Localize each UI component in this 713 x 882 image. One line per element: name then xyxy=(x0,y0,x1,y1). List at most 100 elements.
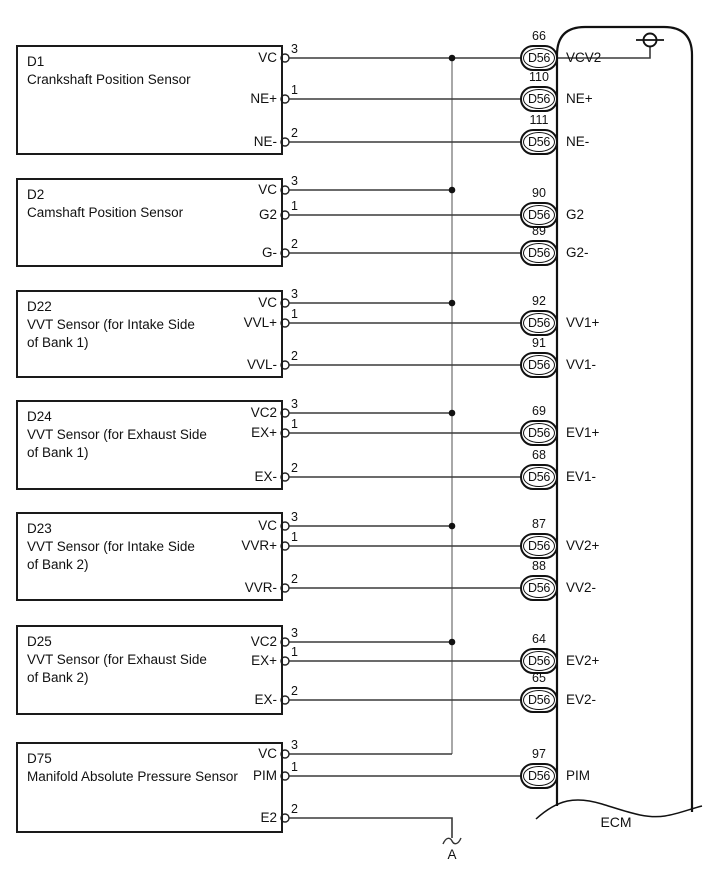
ecm-connector: D56 xyxy=(520,310,558,336)
ecm-pin-label: NE- xyxy=(566,134,590,149)
terminal-label: NE+ xyxy=(250,91,277,106)
terminal-label: EX- xyxy=(254,692,277,707)
connector-code: D56 xyxy=(523,313,555,333)
sensor-id: D25 xyxy=(27,634,52,649)
terminal-pin: 2 xyxy=(291,349,298,363)
sensor-box-d23: D23 VVT Sensor (for Intake Side of Bank … xyxy=(16,512,283,601)
terminal-label: VVL+ xyxy=(243,315,277,330)
terminal-pin: 1 xyxy=(291,645,298,659)
ecm-connector: D56 xyxy=(520,129,558,155)
ecm-connector: D56 xyxy=(520,648,558,674)
terminal-label: G- xyxy=(262,245,277,260)
terminal-pin: 2 xyxy=(291,684,298,698)
connector-code: D56 xyxy=(523,132,555,152)
terminal-label: VC xyxy=(258,295,277,310)
terminal-pin: 1 xyxy=(291,530,298,544)
connector-code: D56 xyxy=(523,766,555,786)
sensor-box-d75: D75 Manifold Absolute Pressure Sensor xyxy=(16,742,283,833)
terminal-pin: 3 xyxy=(291,626,298,640)
sensor-name-line: VVT Sensor (for Exhaust Side xyxy=(27,651,207,667)
sensor-name-line: Crankshaft Position Sensor xyxy=(27,71,191,87)
connector-code: D56 xyxy=(523,690,555,710)
ecm-caption: ECM xyxy=(600,814,632,830)
sensor-name-line: VVT Sensor (for Exhaust Side xyxy=(27,426,207,442)
ecm-pin-number: 64 xyxy=(532,632,546,646)
terminal-pin: 3 xyxy=(291,287,298,301)
ecm-pin-label: VV2+ xyxy=(566,538,600,553)
ecm-outline xyxy=(555,25,694,812)
terminal-label: VVL- xyxy=(246,357,277,372)
wires xyxy=(287,57,522,838)
terminal-label: G2 xyxy=(258,207,277,222)
terminal-label: VC2 xyxy=(250,405,277,420)
sensor-name-line: VVT Sensor (for Intake Side xyxy=(27,316,195,332)
sensor-box-d2: D2 Camshaft Position Sensor xyxy=(16,178,283,267)
ecm-pin-number: 110 xyxy=(529,70,549,84)
ecm-pin-label: VV2- xyxy=(566,580,597,595)
ecm-pin-number: 90 xyxy=(532,186,546,200)
terminal-pin: 1 xyxy=(291,199,298,213)
terminal-pin: 2 xyxy=(291,572,298,586)
ecm-pin-number: 69 xyxy=(532,404,546,418)
terminal-pin: 2 xyxy=(291,802,298,816)
sensor-name-line: of Bank 2) xyxy=(27,556,89,572)
connector-code: D56 xyxy=(523,651,555,671)
ecm-pin-number: 89 xyxy=(532,224,546,238)
ecm-connector: D56 xyxy=(520,420,558,446)
ecm-pin-number: 97 xyxy=(532,747,546,761)
terminal-label: EX+ xyxy=(251,653,277,668)
sensor-box-d1: D1 Crankshaft Position Sensor xyxy=(16,45,283,155)
sensor-box-d22: D22 VVT Sensor (for Intake Side of Bank … xyxy=(16,290,283,378)
ecm-connector: D56 xyxy=(520,86,558,112)
terminal-pin: 1 xyxy=(291,760,298,774)
ecm-pin-number: 88 xyxy=(532,559,546,573)
connector-code: D56 xyxy=(523,423,555,443)
ecm-pin-label: EV1- xyxy=(566,469,597,484)
sensor-id: D23 xyxy=(27,521,52,536)
ecm-pin-label: EV1+ xyxy=(566,425,600,440)
ecm-connector: D56 xyxy=(520,352,558,378)
terminal-pin: 1 xyxy=(291,83,298,97)
terminal-pin: 1 xyxy=(291,417,298,431)
terminal-pin: 1 xyxy=(291,307,298,321)
sensor-name-line: of Bank 2) xyxy=(27,669,89,685)
ecm-pin-label: VCV2 xyxy=(566,50,602,65)
terminal-circles xyxy=(280,53,290,823)
ground-ref-label: A xyxy=(447,847,457,862)
ecm-pin-number: 66 xyxy=(532,29,546,43)
terminal-pin: 2 xyxy=(291,126,298,140)
connector-code: D56 xyxy=(523,243,555,263)
break-tilde-icon xyxy=(442,837,462,845)
terminal-pin: 3 xyxy=(291,42,298,56)
terminal-label: VVR- xyxy=(244,580,277,595)
ecm-pin-label: VV1- xyxy=(566,357,597,372)
sensor-id: D2 xyxy=(27,187,45,202)
ecm-pin-number: 87 xyxy=(532,517,546,531)
terminal-pin: 3 xyxy=(291,510,298,524)
terminal-pin: 2 xyxy=(291,461,298,475)
terminal-label: VC xyxy=(258,182,277,197)
connector-code: D56 xyxy=(523,355,555,375)
ecm-pin-number: 92 xyxy=(532,294,546,308)
terminal-label: NE- xyxy=(253,134,277,149)
connector-code: D56 xyxy=(523,205,555,225)
sensor-name-line: of Bank 1) xyxy=(27,334,89,350)
ecm-pin-label: G2- xyxy=(566,245,589,260)
vcv2-internal-wire xyxy=(558,46,651,59)
terminal-label: VC2 xyxy=(250,634,277,649)
terminal-pin: 3 xyxy=(291,174,298,188)
terminal-label: EX- xyxy=(254,469,277,484)
sensor-name-line: VVT Sensor (for Intake Side xyxy=(27,538,195,554)
connector-code: D56 xyxy=(523,48,555,68)
ecm-connector: D56 xyxy=(520,202,558,228)
connector-code: D56 xyxy=(523,578,555,598)
terminal-label: EX+ xyxy=(251,425,277,440)
power-terminal-icon xyxy=(636,32,664,48)
connector-code: D56 xyxy=(523,536,555,556)
ecm-connector: D56 xyxy=(520,45,558,71)
ecm-connector: D56 xyxy=(520,687,558,713)
ecm-pin-number: 68 xyxy=(532,448,546,462)
sensor-name-line: Camshaft Position Sensor xyxy=(27,204,184,220)
